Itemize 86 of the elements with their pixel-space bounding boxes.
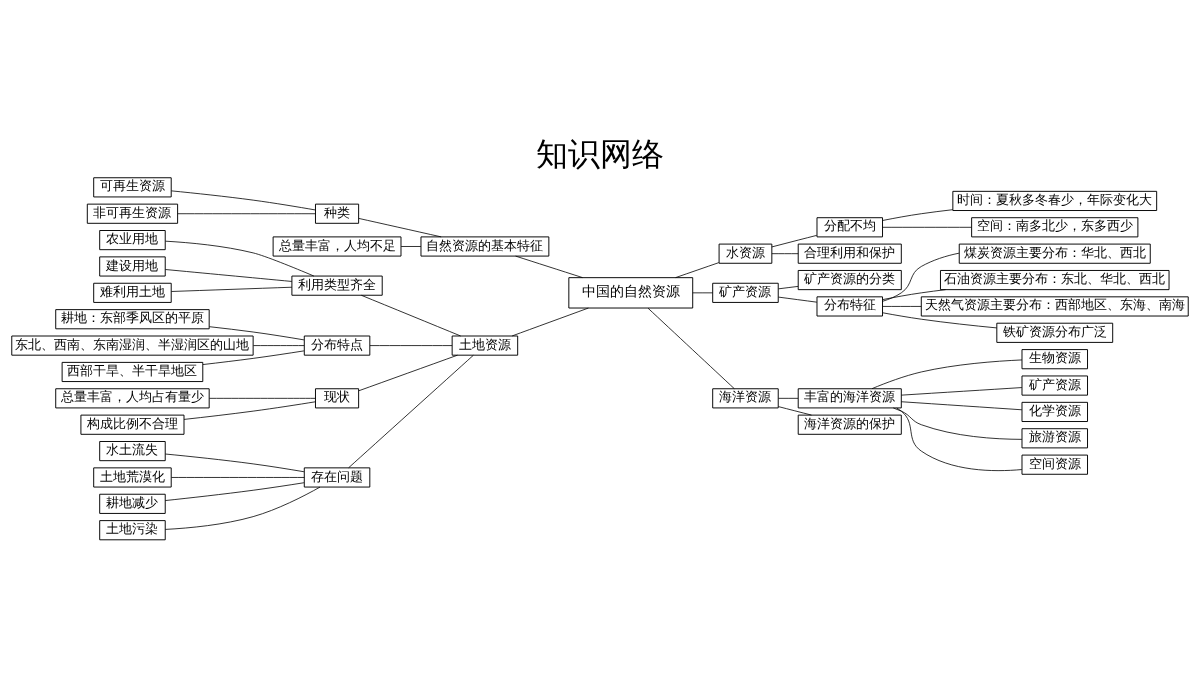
node-box: 铁矿资源分布广泛 — [996, 322, 1114, 343]
connector — [778, 296, 818, 303]
connector — [171, 189, 316, 210]
connector — [900, 400, 1023, 410]
connector — [165, 268, 293, 282]
node-box: 合理利用和保护 — [797, 243, 902, 264]
node-box: 矿产资源 — [712, 282, 779, 303]
node-box: 化学资源 — [1021, 401, 1088, 422]
node-box: 分布特点 — [303, 335, 371, 356]
connector — [778, 405, 812, 415]
connector — [177, 212, 316, 214]
connector — [778, 397, 799, 399]
connector — [692, 291, 714, 293]
connector — [209, 397, 316, 399]
connector — [771, 252, 799, 254]
node-box: 石油资源主要分布：东北、华北、西北 — [940, 269, 1170, 290]
connector — [358, 217, 442, 237]
node-box: 中国的自然资源 — [568, 276, 694, 308]
connector — [882, 252, 960, 302]
node-box: 海洋资源 — [712, 387, 779, 408]
node-box: 西部干旱、半干旱地区 — [61, 361, 204, 382]
node-box: 现状 — [315, 387, 360, 408]
connector — [183, 400, 316, 420]
connector — [511, 307, 589, 336]
node-box: 耕地减少 — [99, 493, 166, 514]
node-box: 煤炭资源主要分布：华北、西北 — [958, 243, 1151, 264]
node-box: 利用类型齐全 — [291, 275, 383, 296]
connector — [253, 344, 305, 346]
connector — [675, 261, 720, 278]
connector — [164, 481, 305, 501]
node-box: 矿产资源的分类 — [797, 269, 902, 290]
connector — [202, 350, 305, 365]
connector — [358, 354, 458, 391]
connector — [900, 386, 1023, 396]
connector — [400, 245, 422, 247]
node-box: 矿产资源 — [1021, 374, 1088, 396]
node-box: 种类 — [315, 203, 360, 224]
node-box: 土地污染 — [99, 519, 166, 540]
connector — [165, 240, 315, 276]
connector — [882, 288, 946, 300]
node-box: 空间资源 — [1021, 454, 1088, 475]
connector — [171, 476, 305, 478]
connector — [892, 407, 1023, 440]
node-box: 总量丰富，人均不足 — [272, 235, 402, 257]
connector — [348, 354, 474, 468]
connector — [369, 344, 453, 346]
node-box: 水土流失 — [99, 440, 166, 461]
node-box: 丰富的海洋资源 — [797, 387, 902, 408]
node-box: 水资源 — [718, 243, 773, 264]
connector — [209, 325, 305, 340]
node-box: 构成比例不合理 — [80, 414, 185, 435]
node-box: 东北、西南、东南湿润、半湿润区的山地 — [11, 335, 254, 356]
diagram-title: 知识网络 — [536, 134, 664, 173]
node-box: 土地资源 — [451, 335, 519, 356]
connector — [647, 307, 735, 389]
connector — [882, 305, 922, 307]
node-box: 自然资源的基本特征 — [420, 235, 550, 257]
node-box: 耕地：东部季风区的平原 — [55, 308, 210, 329]
connector — [360, 294, 462, 336]
node-box: 生物资源 — [1021, 348, 1088, 369]
node-box: 建设用地 — [99, 255, 166, 277]
node-box: 时间：夏秋多冬春少，年际变化大 — [952, 190, 1158, 211]
node-box: 旅游资源 — [1021, 427, 1088, 448]
connector — [164, 453, 305, 472]
connector — [515, 255, 583, 278]
connector — [871, 359, 1023, 389]
connector — [778, 285, 799, 289]
connector — [164, 486, 321, 530]
node-box: 存在问题 — [303, 466, 371, 488]
node-box: 分配不均 — [816, 216, 883, 237]
connector — [171, 286, 293, 292]
node-box: 总量丰富，人均占有量少 — [55, 387, 210, 408]
node-box: 天然气资源主要分布：西部地区、东海、南海 — [920, 295, 1189, 316]
connector — [896, 407, 1023, 471]
node-box: 农业用地 — [99, 229, 166, 250]
node-box: 分布特征 — [816, 295, 883, 316]
node-box: 海洋资源的保护 — [797, 414, 902, 435]
connector — [882, 311, 998, 328]
connector — [882, 226, 972, 228]
connector — [882, 208, 954, 221]
node-box: 难利用土地 — [93, 282, 172, 303]
node-box: 非可再生资源 — [86, 203, 179, 224]
node-box: 空间：南多北少，东多西少 — [971, 216, 1139, 237]
node-box: 可再生资源 — [93, 176, 172, 197]
connector — [771, 234, 818, 247]
node-box: 土地荒漠化 — [93, 466, 172, 488]
